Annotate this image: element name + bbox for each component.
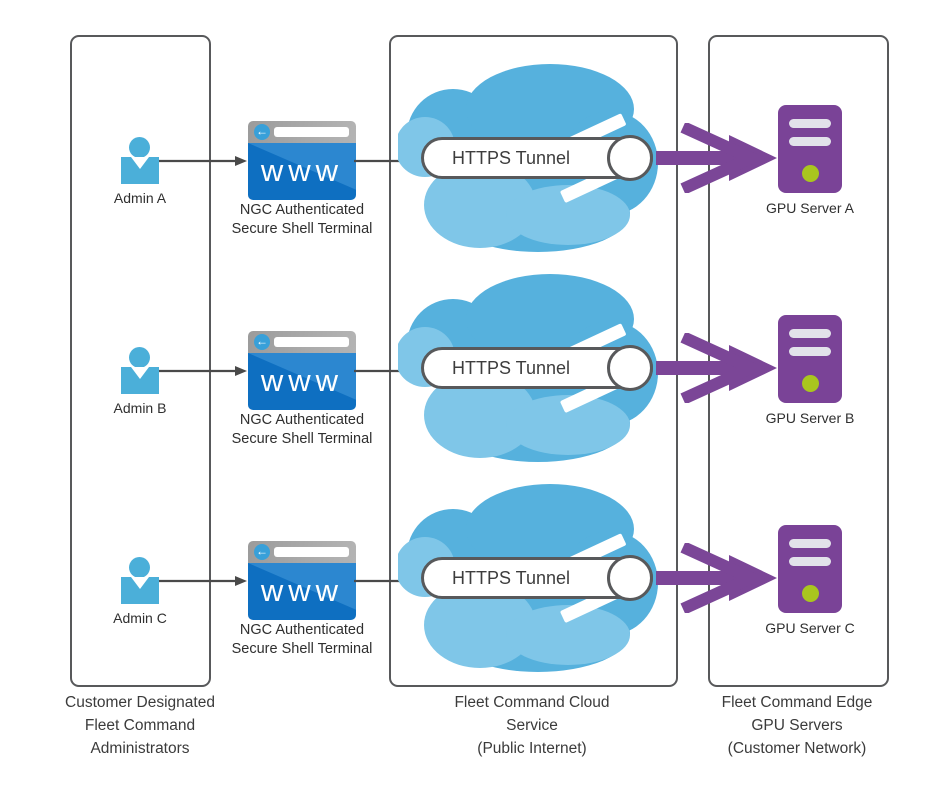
tunnel-label: HTTPS Tunnel [451,358,571,378]
tunnel-end-cap [607,345,653,391]
back-arrow-icon: ← [254,124,270,140]
browser-body: www [248,563,356,620]
server-slot [789,539,831,548]
server-slot [789,119,831,128]
browser-toolbar: ← [248,121,356,143]
admin-label: Admin C [113,610,167,626]
server-slot [789,347,831,356]
column-caption-cloud-service: Fleet Command Cloud Service (Public Inte… [454,694,610,757]
gpu-server-icon [778,105,842,193]
browser-body: www [248,353,356,410]
browser-toolbar: ← [248,331,356,353]
connector-arrow [159,156,247,166]
purple-double-arrow-icon [656,543,777,613]
cloud-icon [398,64,658,252]
server-led [802,165,819,182]
person-icon [129,557,150,578]
browser-toolbar: ← [248,541,356,563]
person-icon-body [121,577,159,604]
purple-double-arrow-icon [656,123,777,193]
column-caption-administrators: Customer Designated Fleet Command Admini… [65,694,215,757]
back-arrow-icon: ← [254,334,270,350]
tunnel-label: HTTPS Tunnel [451,148,571,168]
https-tunnel-pill: HTTPS Tunnel [421,345,653,391]
tunnel-label: HTTPS Tunnel [451,568,571,588]
https-tunnel-pill: HTTPS Tunnel [421,135,653,181]
connector-arrow [159,366,247,376]
back-arrow-icon: ← [254,544,270,560]
https-tunnel-pill: HTTPS Tunnel [421,555,653,601]
tunnel-end-cap [607,135,653,181]
address-bar [274,337,349,347]
terminal-label: NGC Authenticated Secure Shell Terminal [231,622,373,657]
admin-label: Admin B [113,400,167,416]
www-text: www [260,153,344,188]
connector-arrow [159,576,247,586]
person-icon-body [121,367,159,394]
person-collar [131,577,149,589]
web-browser-icon: ← www [248,541,356,620]
web-browser-icon: ← www [248,331,356,410]
server-led [802,375,819,392]
address-bar [274,547,349,557]
person-collar [131,367,149,379]
person-icon [129,347,150,368]
server-led [802,585,819,602]
gpu-server-label: GPU Server A [766,200,854,216]
gpu-server-icon [778,525,842,613]
admin-label: Admin A [113,190,167,206]
server-slot [789,137,831,146]
terminal-label: NGC Authenticated Secure Shell Terminal [231,202,373,237]
browser-body: www [248,143,356,200]
www-text: www [260,573,344,608]
column-caption-edge-servers: Fleet Command Edge GPU Servers (Customer… [721,694,873,757]
purple-double-arrow-icon [656,333,777,403]
gpu-server-label: GPU Server C [765,620,855,636]
address-bar [274,127,349,137]
server-slot [789,557,831,566]
gpu-server-label: GPU Server B [765,410,855,426]
person-icon-body [121,157,159,184]
person-collar [131,157,149,169]
server-slot [789,329,831,338]
tunnel-end-cap [607,555,653,601]
cloud-icon [398,484,658,672]
www-text: www [260,363,344,398]
web-browser-icon: ← www [248,121,356,200]
gpu-server-icon [778,315,842,403]
terminal-label: NGC Authenticated Secure Shell Terminal [231,412,373,447]
person-icon [129,137,150,158]
administrators-column-box [70,35,211,687]
